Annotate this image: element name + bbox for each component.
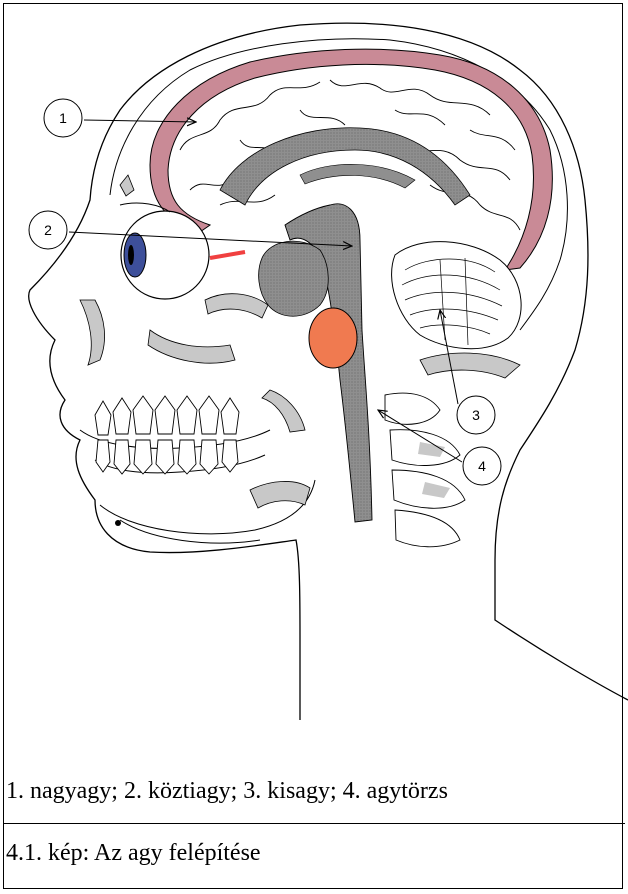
mental-foramen xyxy=(115,520,121,526)
eye xyxy=(120,203,209,299)
mandible-shade xyxy=(250,481,310,508)
callout-number-4: 4 xyxy=(478,458,486,474)
callout-1: 1 xyxy=(44,99,82,137)
callout-number-3: 3 xyxy=(472,407,480,423)
diencephalon xyxy=(259,241,329,316)
cervical-vertebrae xyxy=(385,393,465,547)
hypophysis xyxy=(309,308,357,368)
cerebrum-gyri xyxy=(180,80,520,230)
lateral-ventricle xyxy=(300,164,415,188)
callout-3: 3 xyxy=(457,396,495,434)
optic-nerve xyxy=(210,252,245,258)
cerebellum xyxy=(392,242,522,349)
figure-caption: 4.1. kép: Az agy felépítése xyxy=(6,840,261,867)
callout-number-2: 2 xyxy=(44,222,52,238)
legend-text: 1. nagyagy; 2. köztiagy; 3. kisagy; 4. a… xyxy=(6,778,448,805)
callout-2: 2 xyxy=(29,211,67,249)
brain-anatomy-diagram: 1 2 3 4 xyxy=(0,0,628,740)
teeth xyxy=(95,396,239,474)
caption-divider xyxy=(3,823,625,824)
callout-number-1: 1 xyxy=(59,110,67,126)
callout-4: 4 xyxy=(463,447,501,485)
